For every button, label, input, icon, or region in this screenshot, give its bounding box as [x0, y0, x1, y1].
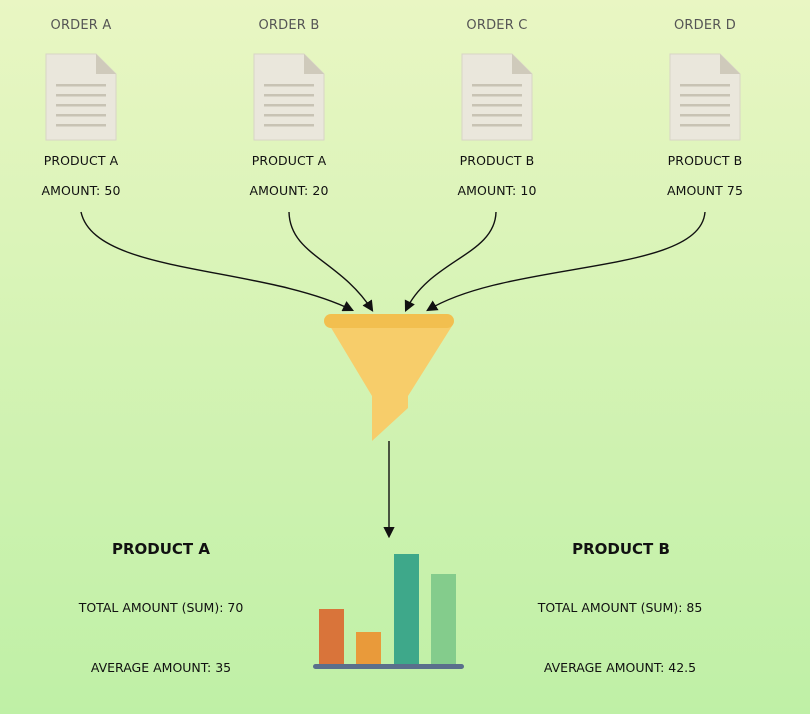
order-product-b: PRODUCT A [251, 153, 327, 168]
order-title-d: ORDER D [673, 18, 737, 33]
summary-average-product-b: AVERAGE AMOUNT: 42.5 [543, 660, 697, 675]
order-product-a: PRODUCT A [43, 153, 119, 168]
arrow-order-b [288, 211, 374, 312]
document-icon-order-b [253, 53, 325, 141]
document-icon-order-d [669, 53, 741, 141]
document-icon-order-a [45, 53, 117, 141]
order-amount-b: AMOUNT: 20 [249, 183, 329, 198]
order-title-c: ORDER C [466, 18, 528, 33]
document-icon-order-c [461, 53, 533, 141]
order-title-a: ORDER A [50, 18, 112, 33]
order-amount-a: AMOUNT: 50 [41, 183, 121, 198]
chart-bar-3 [394, 554, 419, 665]
arrow-order-c [404, 211, 497, 313]
order-product-d: PRODUCT B [667, 153, 743, 168]
arrow-order-d [426, 211, 706, 312]
summary-title-product-a: PRODUCT A [112, 540, 210, 558]
order-amount-c: AMOUNT: 10 [457, 183, 537, 198]
summary-title-product-b: PRODUCT B [572, 540, 670, 558]
order-amount-d: AMOUNT 75 [666, 183, 744, 198]
bar-chart-icon [313, 554, 464, 669]
summary-average-product-a: AVERAGE AMOUNT: 35 [90, 660, 232, 675]
arrow-order-a [80, 211, 355, 312]
funnel-icon [324, 314, 454, 441]
chart-bar-4 [431, 574, 456, 665]
order-product-c: PRODUCT B [459, 153, 535, 168]
chart-baseline [313, 664, 464, 669]
summary-total-product-b: TOTAL AMOUNT (SUM): 85 [537, 600, 703, 615]
order-title-b: ORDER B [258, 18, 320, 33]
chart-bar-2 [356, 632, 381, 665]
summary-total-product-a: TOTAL AMOUNT (SUM): 70 [78, 600, 244, 615]
chart-bar-1 [319, 609, 344, 665]
